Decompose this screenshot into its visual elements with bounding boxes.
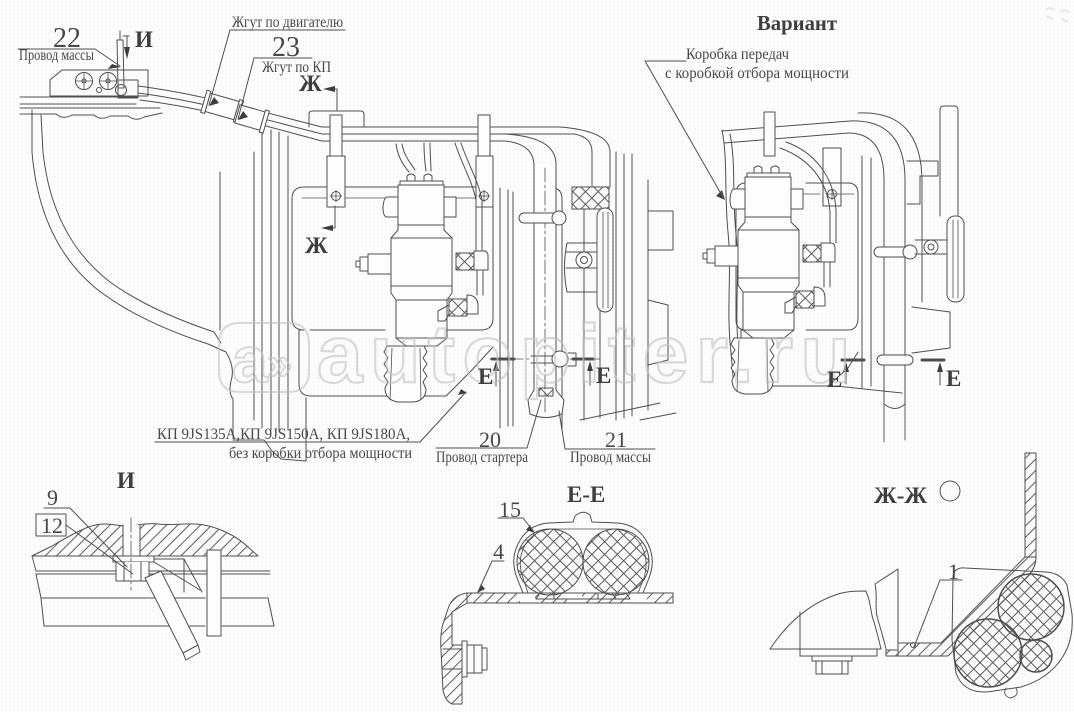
svg-text:Е: Е	[946, 366, 961, 391]
svg-text:Е: Е	[478, 364, 493, 389]
svg-text:a: a	[232, 324, 268, 396]
svg-text:Жгут по двигателю: Жгут по двигателю	[232, 14, 343, 31]
svg-text:Провод массы: Провод массы	[570, 449, 651, 466]
svg-text:без коробки отбора мощности: без коробки отбора мощности	[229, 445, 412, 462]
svg-text:15: 15	[499, 497, 521, 522]
svg-text:И: И	[117, 468, 135, 493]
svg-text:с коробкой отбора мощности: с коробкой отбора мощности	[665, 65, 849, 82]
svg-text:4: 4	[493, 539, 504, 564]
svg-text:Е: Е	[596, 363, 611, 388]
svg-text:1: 1	[948, 559, 959, 584]
svg-text:Коробка передач: Коробка передач	[686, 46, 789, 63]
svg-text:И: И	[135, 27, 153, 52]
svg-text:КП 9JS135А,КП 9JS150А, КП 9JS1: КП 9JS135А,КП 9JS150А, КП 9JS180А,	[157, 426, 410, 443]
svg-text:22: 22	[53, 23, 81, 54]
svg-text:Е-Е: Е-Е	[567, 482, 605, 507]
svg-text:Е: Е	[827, 367, 842, 392]
svg-text:Вариант: Вариант	[757, 11, 838, 35]
svg-text:21: 21	[605, 427, 627, 452]
svg-text:Ж-Ж: Ж-Ж	[874, 483, 927, 508]
svg-text:20: 20	[479, 427, 501, 452]
svg-text:12: 12	[41, 513, 63, 538]
svg-text:Жгут по КП: Жгут по КП	[262, 59, 331, 76]
svg-text:23: 23	[272, 32, 300, 63]
svg-text:autopiter.ru: autopiter.ru	[317, 309, 858, 400]
svg-text:Провод массы: Провод массы	[19, 47, 94, 64]
svg-text:Ж: Ж	[305, 233, 328, 258]
svg-text:Провод стартера: Провод стартера	[436, 449, 528, 466]
svg-text:»: »	[267, 337, 293, 389]
svg-text:Ж: Ж	[299, 71, 322, 96]
svg-text:9: 9	[47, 485, 58, 510]
